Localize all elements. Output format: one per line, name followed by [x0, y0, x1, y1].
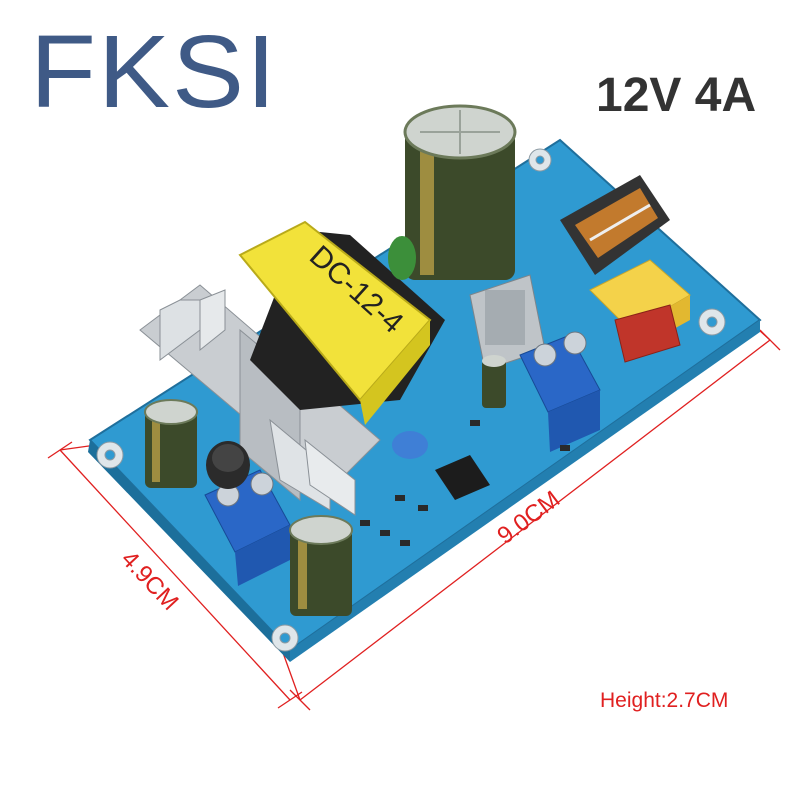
capacitor-small — [482, 355, 506, 408]
capacitor-main — [403, 104, 517, 280]
rating-label: 12V 4A — [596, 69, 757, 122]
smd-components — [360, 420, 570, 546]
width-label: 4.9CM — [116, 546, 184, 616]
brand-logo: FKSI — [30, 14, 279, 129]
optocoupler — [435, 455, 490, 500]
capacitor-bottom — [289, 515, 353, 616]
length-label: 9.0CM — [492, 486, 565, 550]
height-label: Height:2.7CM — [600, 689, 729, 712]
mounting-holes — [96, 148, 726, 652]
green-capacitor — [388, 236, 416, 280]
mosfet — [469, 274, 546, 371]
choke — [560, 175, 670, 275]
inductor — [206, 441, 250, 489]
terminal-output — [204, 469, 291, 586]
terminal-input — [519, 331, 601, 452]
red-capacitor — [614, 304, 681, 363]
capacitor-left — [144, 399, 198, 488]
ceramic-capacitor — [392, 431, 428, 459]
transformer: DC-12-4 — [238, 220, 445, 425]
